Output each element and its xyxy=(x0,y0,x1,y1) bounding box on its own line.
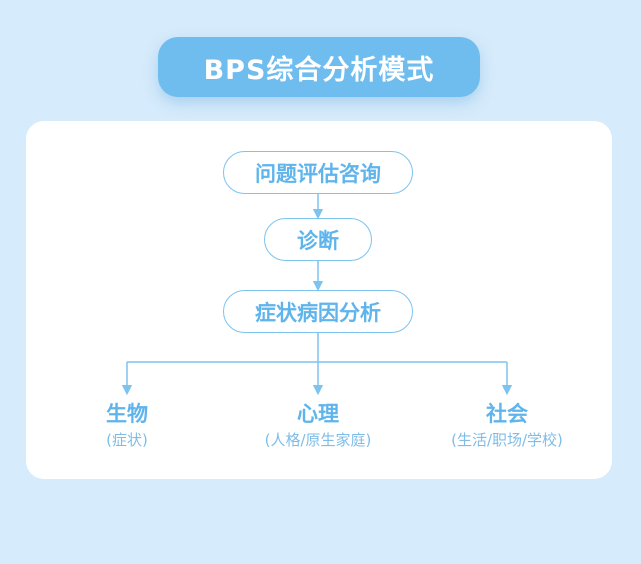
node-diagnosis: 诊断 xyxy=(264,218,372,261)
branch-psychology-title: 心理 xyxy=(297,402,339,426)
branch-biology: 生物 (症状) xyxy=(68,401,186,450)
branch-social-title: 社会 xyxy=(486,402,528,426)
branch-biology-sub: (症状) xyxy=(106,431,148,449)
branch-social-sub: (生活/职场/学校) xyxy=(451,431,563,449)
node-problem-assessment: 问题评估咨询 xyxy=(223,151,413,194)
branch-psychology-sub: (人格/原生家庭) xyxy=(264,431,372,449)
diagram-title: BPS综合分析模式 xyxy=(158,37,480,97)
branch-psychology: 心理 (人格/原生家庭) xyxy=(226,401,410,450)
node-cause-analysis: 症状病因分析 xyxy=(223,290,413,333)
branch-social: 社会 (生活/职场/学校) xyxy=(418,401,596,450)
branch-biology-title: 生物 xyxy=(106,402,148,426)
